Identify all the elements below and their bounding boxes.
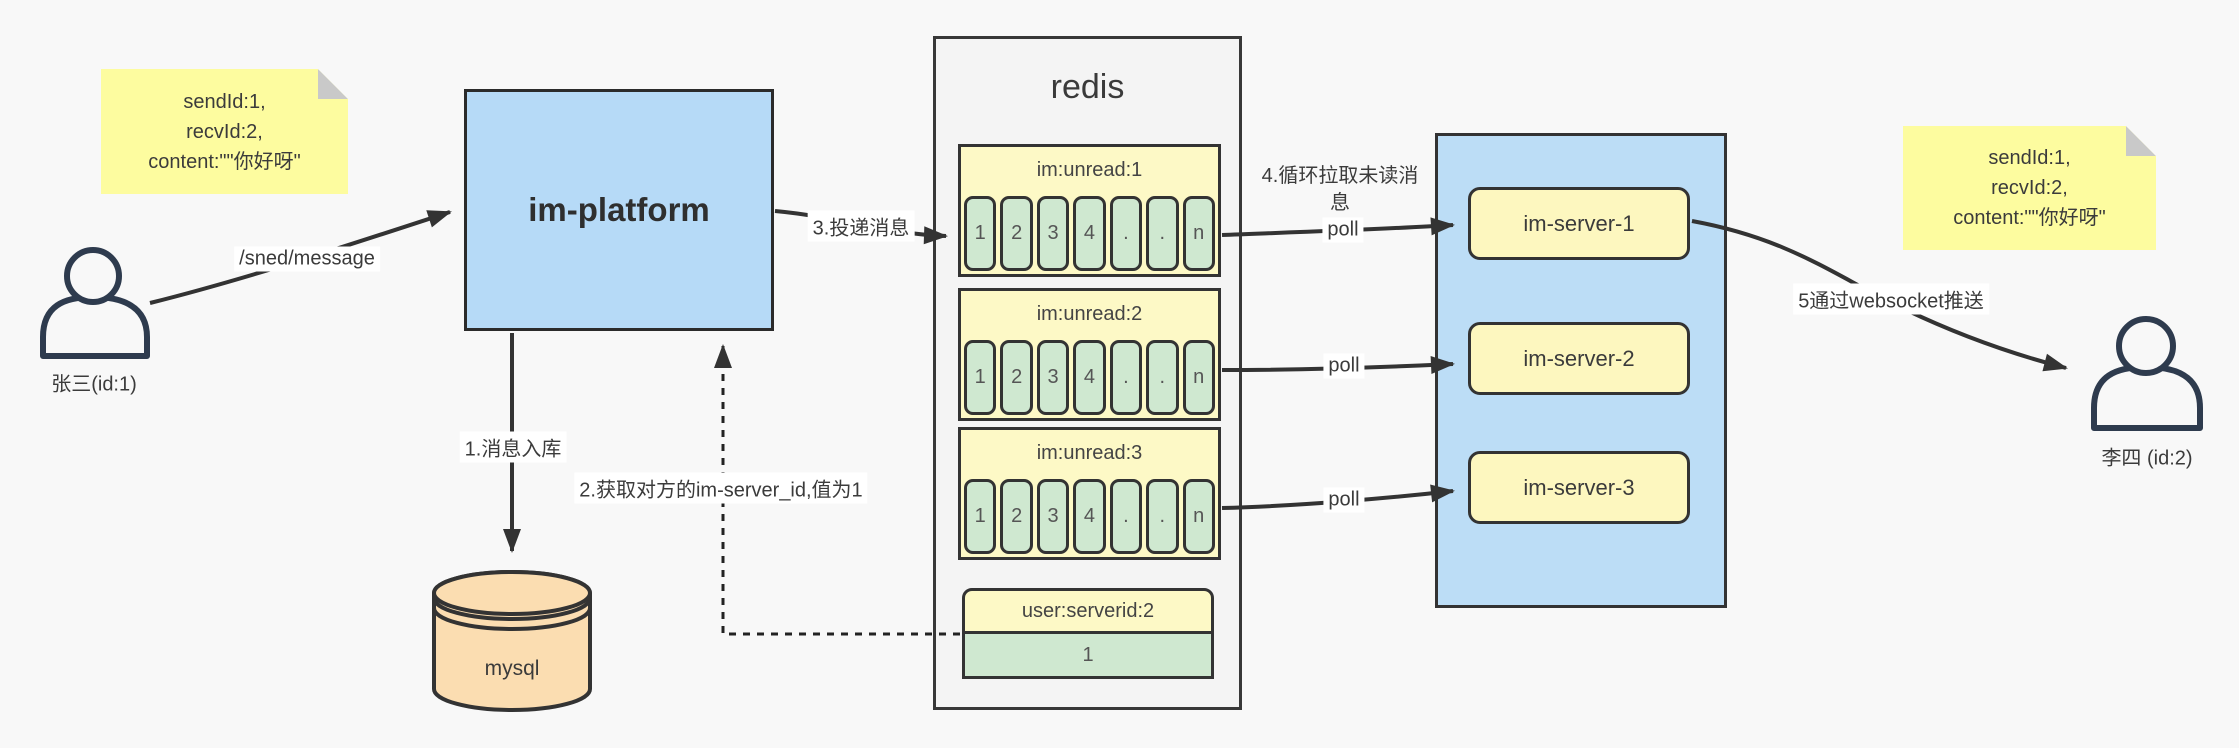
queue-cells: 1 2 3 4 . . n (964, 196, 1215, 271)
step4-label: 4.循环拉取未读消息 (1261, 165, 1419, 214)
note-line: content:""你好呀" (1953, 207, 2106, 229)
im-server-1-label: im-server-1 (1523, 210, 1635, 236)
redis-kv-user-serverid: user:serverid:2 1 (962, 588, 1214, 679)
redis-queue-unread-3: im:unread:3 1 2 3 4 . . n (958, 427, 1221, 560)
step3-label: 3.投递消息 (807, 210, 915, 242)
step5-label: 5通过websocket推送 (1793, 283, 1989, 315)
queue-cell: n (1182, 196, 1215, 271)
queue-cell: 2 (1000, 479, 1033, 554)
user-icon-receiver (2091, 316, 2203, 431)
step2-label: 2.获取对方的im-server_id,值为1 (574, 472, 868, 504)
queue-cells: 1 2 3 4 . . n (964, 340, 1215, 415)
queue-cell: n (1182, 479, 1215, 554)
sticky-note-sender-payload: sendId:1, recvId:2, content:""你好呀" (101, 69, 348, 194)
user-icon-sender (40, 247, 150, 359)
sticky-note-receiver-payload: sendId:1, recvId:2, content:""你好呀" (1903, 126, 2156, 250)
queue-header: im:unread:2 (1036, 303, 1143, 325)
sender-label: 张三(id:1) (51, 373, 137, 396)
queue-cell: 4 (1073, 196, 1106, 271)
im-platform-box: im-platform (464, 89, 774, 331)
queue-header: im:unread:3 (1036, 442, 1143, 464)
send-api-label: /sned/message (234, 246, 380, 272)
queue-header: im:unread:1 (1036, 159, 1143, 181)
im-server-1-box: im-server-1 (1468, 187, 1690, 260)
queue-cell: 1 (964, 479, 997, 554)
queue-cell: 2 (1000, 196, 1033, 271)
queue-cell: 4 (1073, 479, 1106, 554)
kv-header: user:serverid:2 (962, 588, 1214, 634)
receiver-label: 李四 (id:2) (2101, 447, 2193, 470)
im-server-3-label: im-server-3 (1523, 474, 1635, 500)
queue-cell: . (1146, 479, 1179, 554)
queue-cell: 1 (964, 340, 997, 415)
poll-label-1: poll (1322, 217, 1364, 243)
note-line: content:""你好呀" (148, 150, 301, 173)
step1-label: 1.消息入库 (459, 431, 567, 463)
note-line: sendId:1, (183, 90, 266, 113)
queue-cell: . (1109, 196, 1143, 271)
redis-queue-unread-2: im:unread:2 1 2 3 4 . . n (958, 288, 1221, 421)
queue-cell: . (1146, 196, 1179, 271)
note-line: recvId:2, (186, 120, 263, 143)
poll-label-2: poll (1323, 353, 1365, 379)
im-server-2-label: im-server-2 (1523, 345, 1635, 371)
queue-cell: 3 (1036, 479, 1070, 554)
mysql-database-icon: mysql (432, 570, 592, 712)
mysql-label: mysql (485, 657, 540, 680)
im-server-2-box: im-server-2 (1468, 322, 1690, 395)
queue-cell: n (1182, 340, 1215, 415)
redis-queue-unread-1: im:unread:1 1 2 3 4 . . n (958, 144, 1221, 277)
queue-cell: . (1109, 479, 1143, 554)
im-server-3-box: im-server-3 (1468, 451, 1690, 524)
queue-cell: 3 (1036, 196, 1070, 271)
note-line: sendId:1, (1988, 147, 2071, 169)
queue-cell: 3 (1036, 340, 1070, 415)
queue-cells: 1 2 3 4 . . n (964, 479, 1215, 554)
im-platform-label: im-platform (528, 191, 710, 228)
queue-cell: . (1146, 340, 1179, 415)
note-line: recvId:2, (1991, 177, 2068, 199)
queue-cell: . (1109, 340, 1143, 415)
redis-title: redis (1050, 68, 1125, 106)
queue-cell: 4 (1073, 340, 1106, 415)
queue-cell: 1 (964, 196, 997, 271)
queue-cell: 2 (1000, 340, 1033, 415)
kv-value: 1 (962, 634, 1214, 679)
poll-label-3: poll (1323, 487, 1365, 513)
